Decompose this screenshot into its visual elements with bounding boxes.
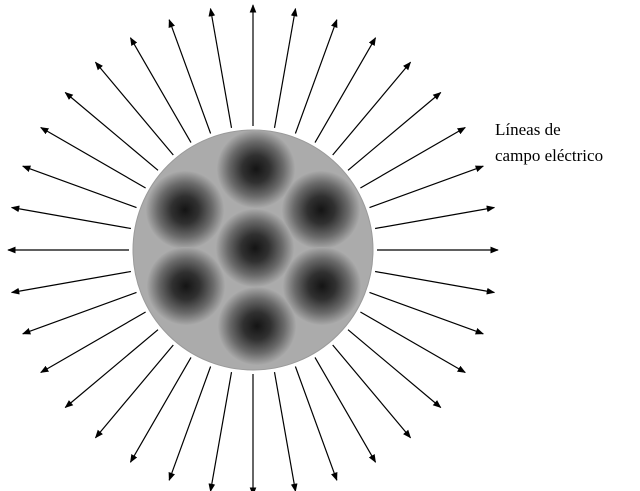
charge-core: [282, 171, 360, 249]
field-line-arrow: [333, 345, 411, 438]
field-line-arrow: [275, 9, 296, 128]
field-line-arrow: [211, 9, 232, 128]
field-line-arrow: [348, 93, 441, 171]
field-line-arrow: [96, 345, 174, 438]
field-line-arrow: [375, 208, 494, 229]
field-line-arrow: [12, 272, 131, 293]
field-line-arrow: [96, 62, 174, 155]
field-line-arrow: [375, 272, 494, 293]
charge-core: [217, 130, 295, 208]
charge-core: [218, 287, 296, 365]
field-lines-label-line2: campo eléctrico: [495, 143, 603, 169]
field-line-arrow: [211, 372, 232, 491]
charge-core: [216, 209, 294, 287]
field-line-arrow: [348, 330, 441, 408]
field-line-arrow: [65, 330, 158, 408]
field-lines-label: Líneas de campo eléctrico: [495, 117, 603, 169]
charge-core: [147, 247, 225, 325]
field-line-arrow: [65, 93, 158, 171]
field-line-arrow: [333, 62, 411, 155]
field-line-arrow: [12, 208, 131, 229]
charge-core: [283, 247, 361, 325]
field-line-arrow: [275, 372, 296, 491]
field-lines-label-line1: Líneas de: [495, 117, 603, 143]
charge-core: [146, 171, 224, 249]
